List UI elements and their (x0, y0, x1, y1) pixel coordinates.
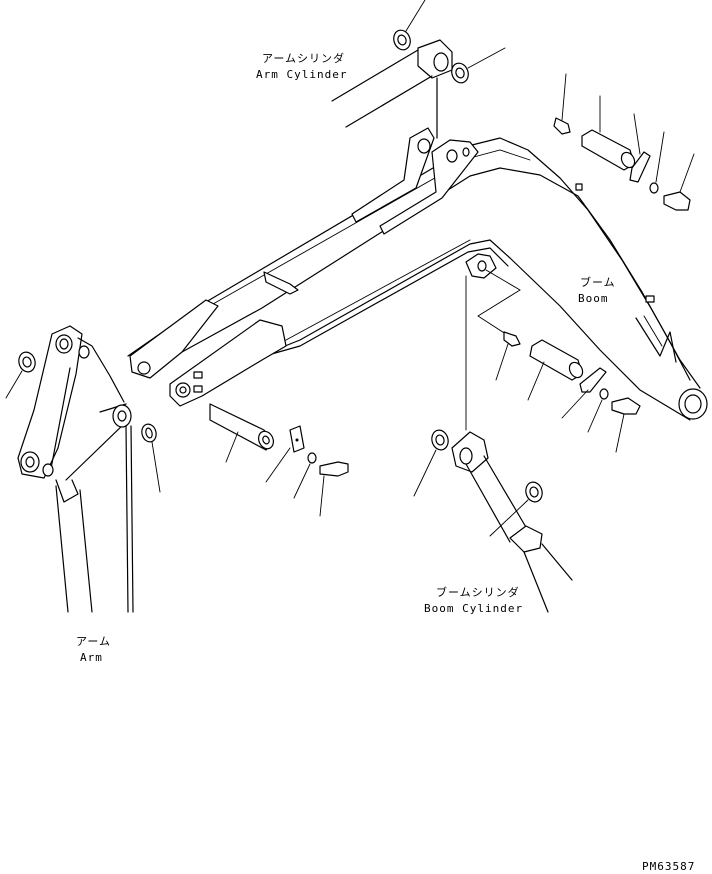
boom-foot-washer (293, 452, 317, 499)
arm-cylinder-lock-plate (629, 113, 651, 183)
arm-cylinder-pin (581, 95, 636, 171)
arm-cylinder-side-washer (451, 47, 506, 84)
boom-cylinder-washer (587, 388, 609, 433)
boom (127, 127, 708, 431)
arm-cylinder-label-en: Arm Cylinder (256, 68, 348, 81)
boom-cylinder-lock-plate (561, 367, 607, 419)
grease-nipple-top (553, 73, 571, 135)
arm-cylinder-top-washer (393, 0, 426, 51)
boom-cylinder-pin (527, 339, 584, 401)
drawing-number: PM63587 (642, 860, 696, 873)
arm-cylinder-label-jp: アームシリンダ (262, 52, 346, 65)
boom-cylinder-bolt (611, 397, 641, 453)
boom-foot-pin (209, 403, 274, 463)
boom-label-jp: ブーム (580, 276, 616, 289)
boom-label-en: Boom (578, 292, 609, 305)
grease-nipple-mid (495, 331, 521, 381)
boom-cylinder-washer-upper (413, 429, 449, 497)
arm-label-jp: アーム (76, 635, 112, 648)
arm-label-en: Arm (80, 651, 103, 664)
arm-cylinder-washer (649, 131, 665, 194)
boom-foot-bolt (319, 461, 349, 517)
boom-cylinder (451, 431, 573, 613)
boom-cylinder-label-jp: ブームシリンダ (436, 586, 520, 599)
boom-foot-lock-plate (265, 425, 305, 483)
arm-cylinder-bolt (663, 153, 695, 211)
arm (17, 325, 134, 613)
arm-pin-washer (141, 423, 161, 493)
boom-cylinder-label-en: Boom Cylinder (424, 602, 524, 615)
boom-cylinder-washer-lower (489, 481, 543, 537)
arm-cylinder (331, 39, 453, 139)
arm-left-washer (5, 351, 36, 399)
